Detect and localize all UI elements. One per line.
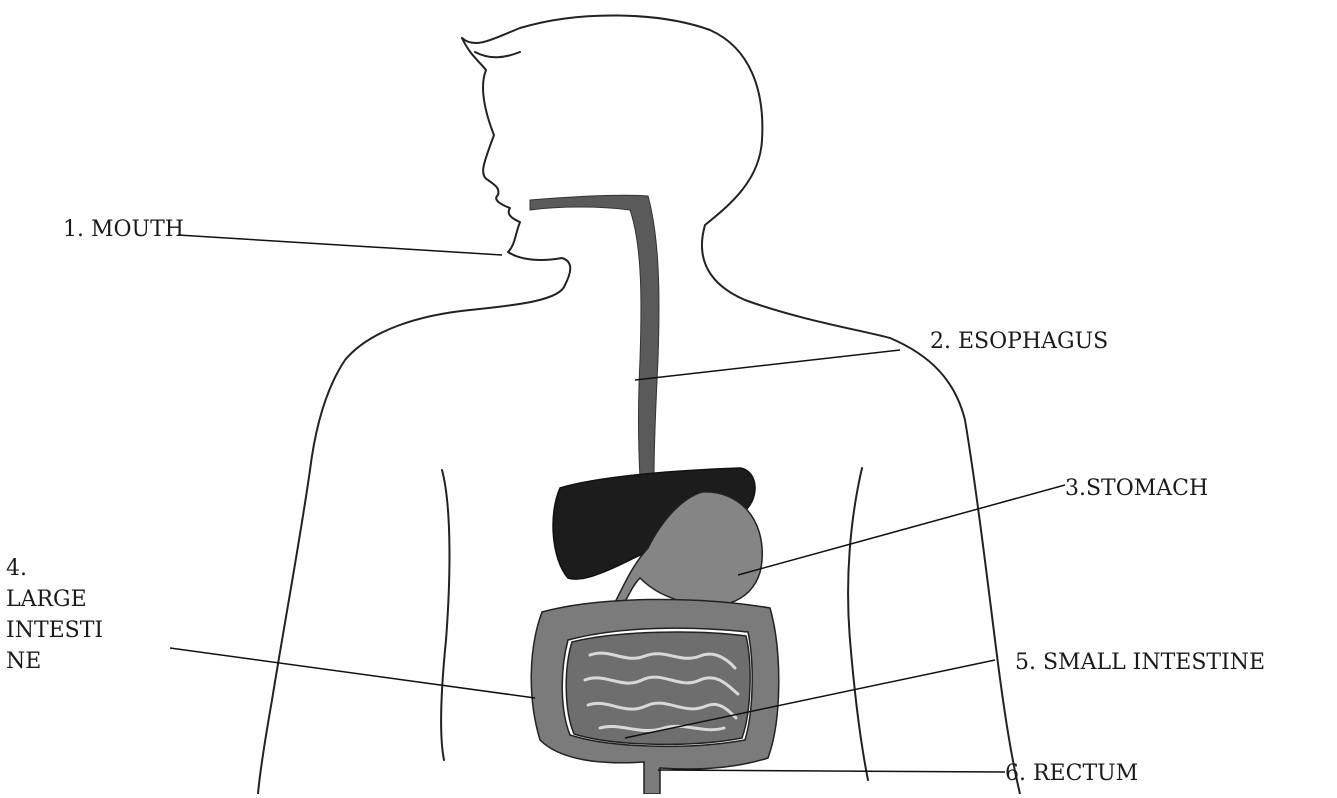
label-large-intestine-line: LARGE bbox=[6, 584, 103, 615]
label-mouth: 1. MOUTH bbox=[63, 218, 184, 242]
label-esophagus: 2. ESOPHAGUS bbox=[930, 330, 1108, 354]
esophagus-leader-line bbox=[635, 350, 900, 380]
mouth-leader-line bbox=[178, 235, 502, 255]
large-intestine-leader-line bbox=[170, 648, 535, 698]
esophagus-tube bbox=[530, 195, 659, 478]
label-rectum: 6. RECTUM bbox=[1005, 762, 1138, 786]
stomach-leader-line bbox=[738, 485, 1065, 575]
hair-strand bbox=[475, 52, 520, 57]
right-arm-inner bbox=[848, 468, 868, 780]
label-small-intestine: 5. SMALL INTESTINE bbox=[1015, 651, 1265, 675]
label-large-intestine-line: NE bbox=[6, 646, 103, 677]
label-large-intestine-line: INTESTI bbox=[6, 615, 103, 646]
label-large-intestine: 4. LARGE INTESTI NE bbox=[6, 553, 103, 677]
rectum-leader-line bbox=[658, 770, 1005, 772]
label-large-intestine-line: 4. bbox=[6, 553, 103, 584]
left-arm-inner bbox=[441, 470, 449, 760]
label-stomach: 3.STOMACH bbox=[1065, 477, 1208, 501]
face-outline bbox=[258, 38, 570, 794]
